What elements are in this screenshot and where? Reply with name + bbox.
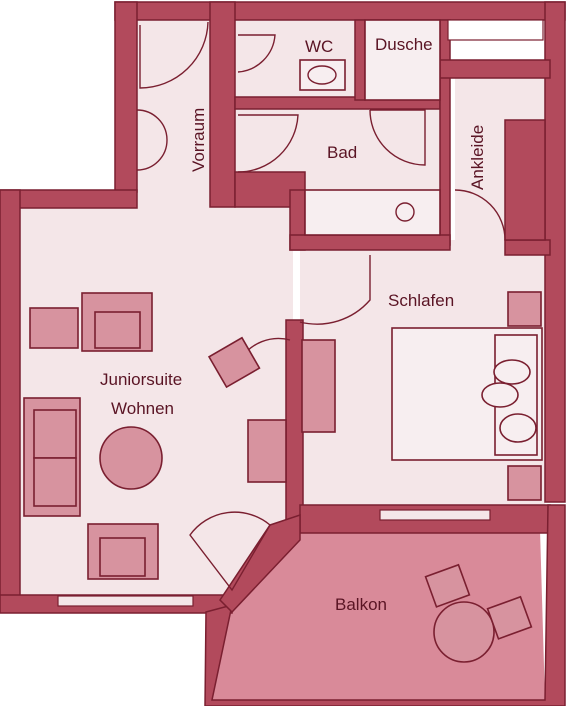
wall-left [0,189,21,613]
label-vorraum: Vorraum [189,108,208,172]
door-bad [237,114,299,173]
nightstand-top [507,291,542,327]
desk [301,339,336,433]
label-ankleide: Ankleide [468,125,487,190]
wc-bowl [307,65,337,85]
door-wc [237,34,276,73]
label-wohnen: Wohnen [111,399,174,418]
wall-top [114,1,566,21]
tv-cabinet [247,419,287,483]
wall-living-top [0,189,138,209]
sofa-cushion-1 [33,409,77,459]
room-labels: WC Dusche Vorraum Bad Ankleide Schlafen … [100,35,487,614]
wall-ankleide-bottom [504,239,551,256]
door-balkon [189,511,271,592]
windows [57,19,544,607]
wall-balkon-outer [204,504,566,706]
bathtub [304,189,441,236]
bedroom-furniture [391,291,543,501]
pillow-2 [481,382,519,408]
label-bad: Bad [327,143,357,162]
armchair-bottom-seat [99,537,146,577]
door-dusche [369,109,426,166]
wall-ankleide-top [439,59,551,79]
sofa-cushion-2 [33,457,77,507]
wall-wc-dusche [354,19,366,101]
window-living [57,595,194,607]
door-entry [139,21,209,89]
door-schlafen [299,255,371,325]
coffee-table [99,426,163,490]
wall-balcony-door-jamb [219,513,301,614]
window-bedroom [379,509,491,521]
wc-toilet [299,59,346,91]
balcony-furniture [424,563,533,663]
shower-tray [364,19,441,101]
pillow-3 [499,413,537,443]
side-table [29,307,79,349]
label-juniorsuite: Juniorsuite [100,370,182,389]
wall-bath-right [439,19,451,246]
armchair-top-seat [94,311,141,349]
pillow-1 [493,359,531,385]
wall-ankleide-inner [504,119,546,241]
door-ankleide [454,189,506,241]
doors [136,21,506,592]
wall-divider [285,319,304,521]
living-furniture [23,292,336,580]
balcony-chair-1 [424,563,471,608]
label-schlafen: Schlafen [388,291,454,310]
door-vorraum-arc [136,109,168,171]
wall-bath-bottom [289,234,451,251]
label-balkon: Balkon [335,595,387,614]
balcony-chair-2 [486,595,533,640]
bath-fixtures [299,19,441,236]
label-dusche: Dusche [375,35,433,54]
bath-drain [395,202,415,222]
wall-vorraum-left [114,1,138,193]
wall-bath-left [209,1,236,208]
label-wc: WC [305,37,333,56]
round-chair [207,336,261,389]
balcony-table [433,601,495,663]
window-top-right [447,19,544,41]
nightstand-bottom [507,465,542,501]
